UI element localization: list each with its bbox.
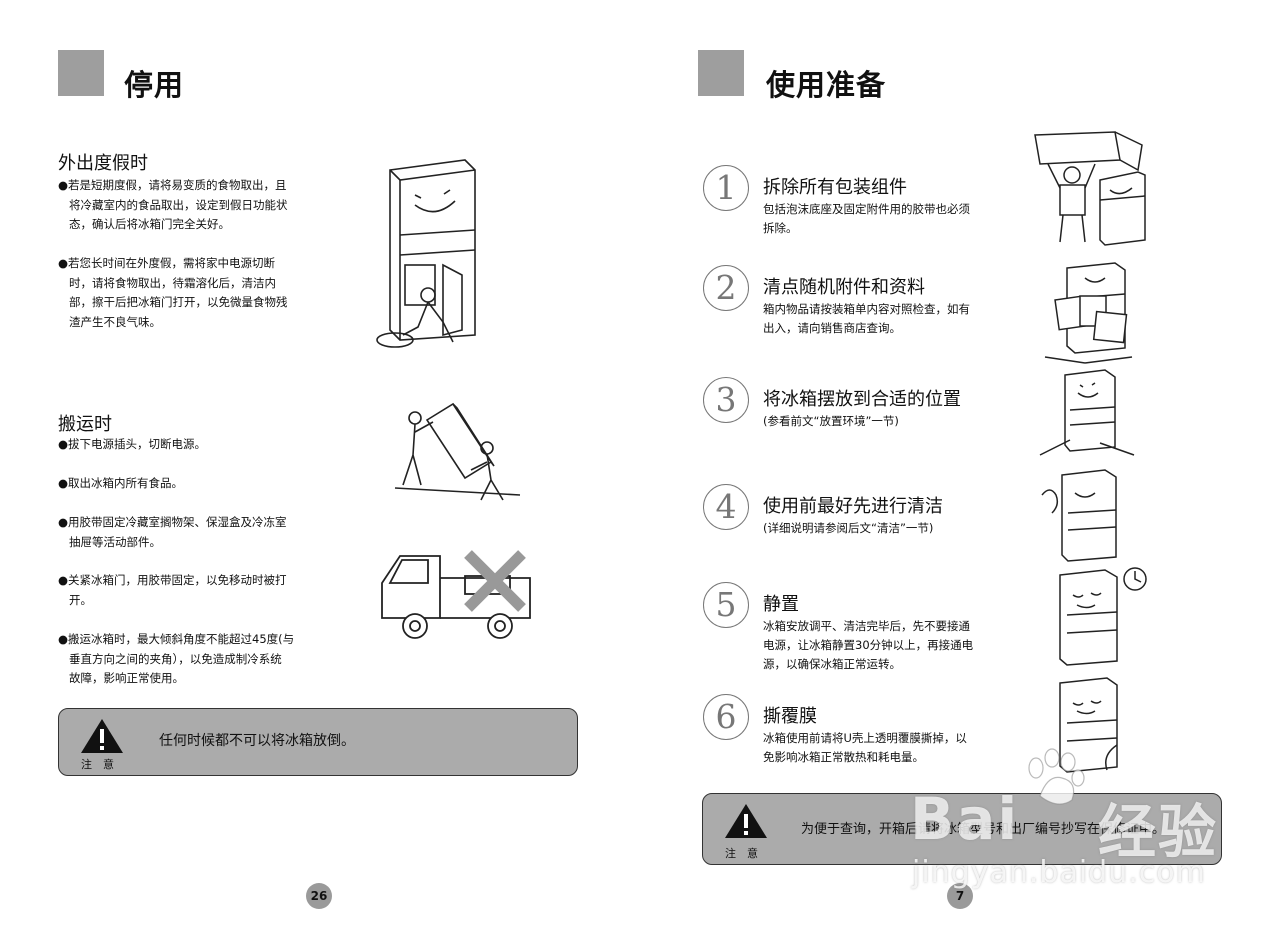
bullet-line: ●拔下电源插头，切断电源。 [58, 437, 207, 451]
truck-no-lying-illustration [381, 550, 531, 639]
step-description-line: 包括泡沫底座及固定附件用的胶带也必须 [763, 202, 970, 216]
step-description-line: 免影响冰箱正常散热和耗电量。 [763, 750, 924, 764]
watermark-brand: Bai [910, 785, 1020, 853]
bullet-line: 垂直方向之间的夹角），以免造成制冷系统 [69, 651, 282, 666]
step-title: 拆除所有包装组件 [763, 177, 907, 198]
notice-label: 注 意 [81, 758, 114, 771]
step-number-circle: 2 [703, 265, 749, 311]
page-number-left: 26 [306, 883, 332, 909]
moving-heading: 搬运时 [58, 414, 112, 435]
step-title: 撕覆膜 [763, 706, 817, 727]
bullet-line: ●搬运冰箱时，最大倾斜角度不能超过45度(与 [58, 632, 295, 646]
vacation-heading: 外出度假时 [58, 153, 148, 174]
notice-text: 为便于查询，开箱后请将冰箱型号和出厂编号抄写在保修证中。 [801, 822, 1166, 837]
bullet-line: 开。 [69, 592, 92, 607]
bullet-paragraph: ●搬运冰箱时，最大倾斜角度不能超过45度(与垂直方向之间的夹角），以免造成制冷系… [58, 630, 294, 689]
bullet-line: 故障，影响正常使用。 [69, 671, 184, 685]
title-square [698, 50, 744, 96]
title-square [58, 50, 104, 96]
notice-label: 注 意 [725, 847, 758, 860]
step-description: 包括泡沫底座及固定附件用的胶带也必须拆除。 [763, 200, 970, 238]
accessories-illustration [1054, 262, 1128, 354]
bullet-line: ●用胶带固定冷藏室搁物架、保湿盒及冷冻室 [58, 515, 287, 529]
bullet-line: 部，擦干后把冰箱门打开，以免微量食物残 [69, 295, 288, 309]
left-page-title: 停用 [124, 68, 185, 102]
bullet-paragraph: ●拔下电源插头，切断电源。 [58, 435, 206, 455]
step-description-line: (详细说明请参阅后文“清洁”一节) [763, 521, 934, 535]
right-page-title: 使用准备 [766, 68, 887, 102]
step-description: 冰箱安放调平、清洁完毕后，先不要接通电源，让冰箱静置30分钟以上，再接通电源，以… [763, 617, 973, 674]
cleaning-illustration [1041, 469, 1117, 562]
bullet-line: 渣产生不良气味。 [69, 314, 161, 329]
watermark-brand2: 经验 [1098, 798, 1219, 866]
bullet-line: ●关紧冰箱门，用胶带固定，以免移动时被打 [58, 573, 287, 587]
step-number-circle: 5 [703, 582, 749, 628]
bullet-paragraph: ●若您长时间在外度假，需将家中电源切断时，请将食物取出，待霜溶化后，清洁内部，擦… [58, 254, 288, 332]
bullet-paragraph: ●关紧冰箱门，用胶带固定，以免移动时被打开。 [58, 571, 287, 610]
step-description-line: 冰箱安放调平、清洁完毕后，先不要接通 [763, 619, 970, 633]
placement-illustration [1039, 356, 1135, 456]
bullet-line: 态，确认后将冰箱门完全关好。 [69, 217, 230, 231]
right-notice-box: 注 意 为便于查询，开箱后请将冰箱型号和出厂编号抄写在保修证中。 [702, 793, 1222, 865]
step-title: 使用前最好先进行清洁 [763, 496, 943, 517]
step-description: (参看前文“放置环境”一节) [763, 412, 899, 431]
rest-clock-illustration [1059, 567, 1147, 666]
watermark-url: jingyan.baidu.com [912, 855, 1206, 890]
step-description: (详细说明请参阅后文“清洁”一节) [763, 519, 933, 538]
baidu-paw-icon [1028, 748, 1085, 805]
bullet-paragraph: ●用胶带固定冷藏室搁物架、保湿盒及冷冻室抽屉等活动部件。 [58, 513, 287, 552]
bullet-line: 将冷藏室内的食品取出，设定到假日功能状 [69, 197, 288, 212]
step-title: 清点随机附件和资料 [763, 277, 925, 298]
step-description-line: (参看前文“放置环境”一节) [763, 414, 899, 428]
bullet-paragraph: ●取出冰箱内所有食品。 [58, 474, 183, 494]
bullet-line: ●若您长时间在外度假，需将家中电源切断 [58, 256, 276, 270]
step-number-circle: 1 [703, 165, 749, 211]
step-description-line: 源，以确保冰箱正常运转。 [763, 657, 901, 671]
step-description-line: 拆除。 [763, 221, 798, 235]
carrying-fridge-illustration [394, 402, 521, 501]
step-title: 将冰箱摆放到合适的位置 [763, 389, 961, 410]
bullet-line: ●若是短期度假，请将易变质的食物取出，且 [58, 178, 287, 192]
bullet-line: 时，请将食物取出，待霜溶化后，清洁内 [69, 275, 276, 290]
warning-icon [725, 804, 767, 838]
step-description-line: 箱内物品请按装箱单内容对照检查，如有 [763, 302, 970, 316]
unpacking-illustration [1034, 131, 1146, 246]
warning-icon [81, 719, 123, 753]
step-description-line: 电源，让冰箱静置30分钟以上，再接通电 [763, 638, 974, 652]
step-description: 箱内物品请按装箱单内容对照检查，如有出入，请向销售商店查询。 [763, 300, 970, 338]
bullet-paragraph: ●若是短期度假，请将易变质的食物取出，且将冷藏室内的食品取出，设定到假日功能状态… [58, 176, 288, 235]
bullet-line: 抽屉等活动部件。 [69, 534, 161, 549]
page-number-right: 7 [947, 883, 973, 909]
step-description-line: 冰箱使用前请将U壳上透明覆膜撕掉，以 [763, 731, 967, 745]
notice-text: 任何时候都不可以将冰箱放倒。 [159, 733, 355, 749]
fridge-cleaning-illustration [376, 159, 476, 348]
bullet-line: ●取出冰箱内所有食品。 [58, 476, 184, 490]
film-peeling-illustration [1059, 677, 1118, 773]
left-notice-box: 注 意 任何时候都不可以将冰箱放倒。 [58, 708, 578, 776]
step-number-circle: 3 [703, 377, 749, 423]
step-description-line: 出入，请向销售商店查询。 [763, 321, 901, 335]
step-number-circle: 4 [703, 484, 749, 530]
step-number-circle: 6 [703, 694, 749, 740]
step-title: 静置 [763, 594, 799, 615]
step-description: 冰箱使用前请将U壳上透明覆膜撕掉，以免影响冰箱正常散热和耗电量。 [763, 729, 967, 767]
